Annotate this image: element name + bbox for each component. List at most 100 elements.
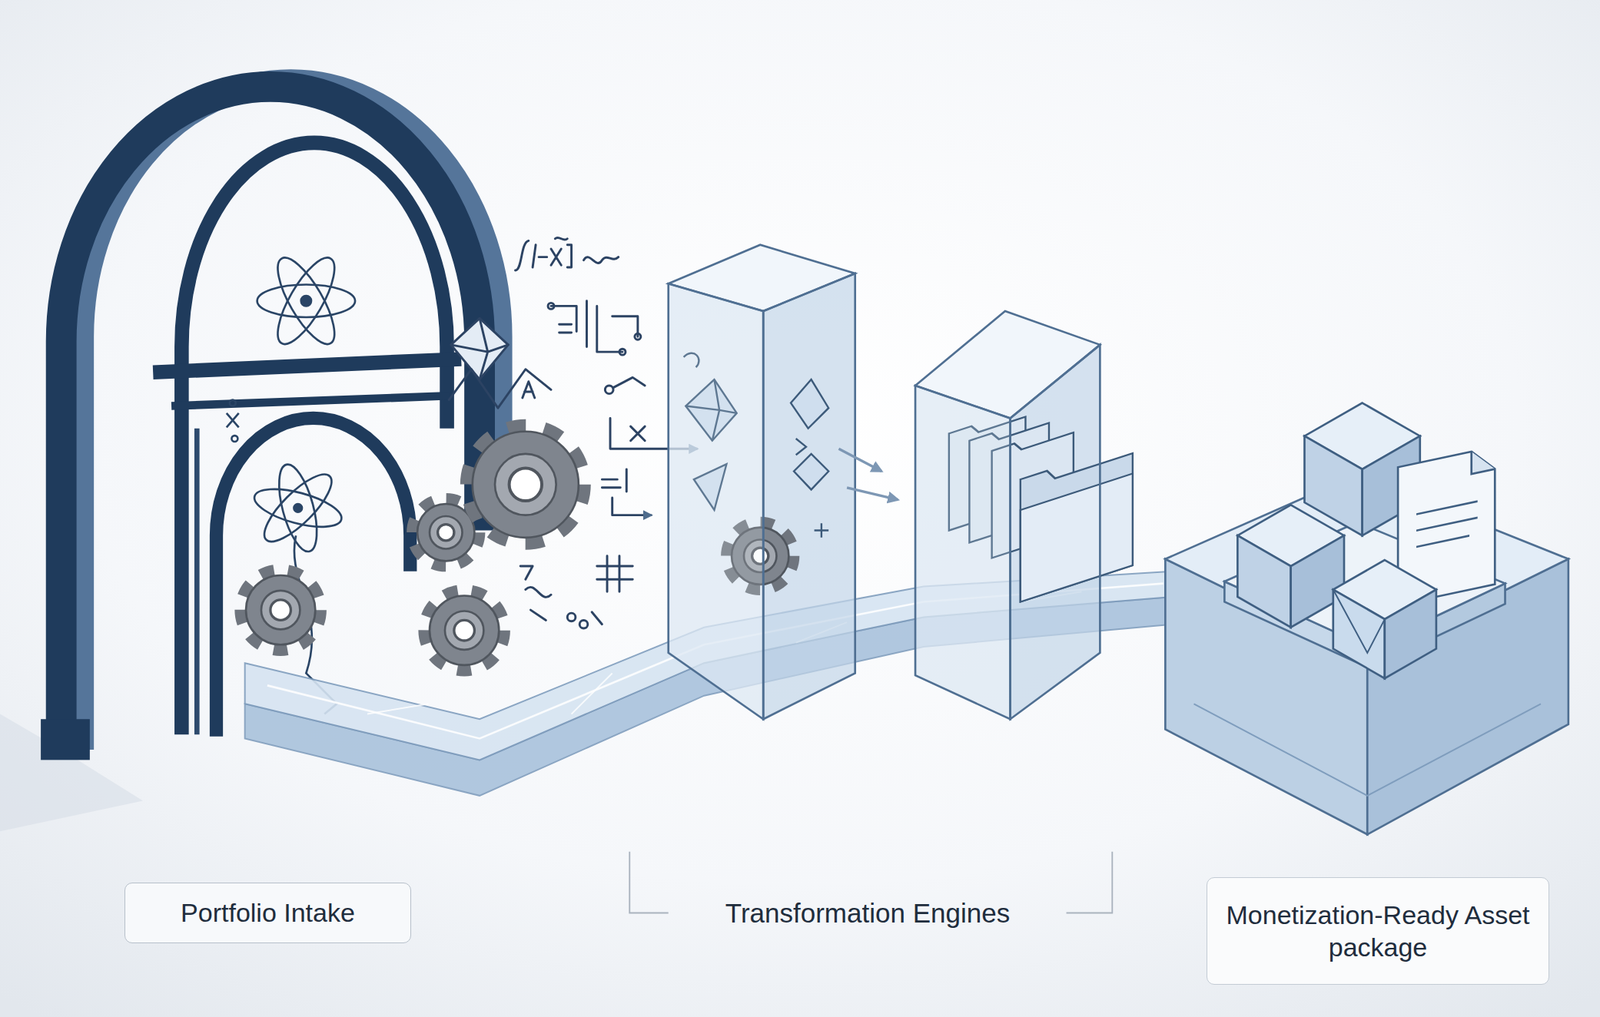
gateway-arch xyxy=(194,428,200,735)
math-scribble xyxy=(522,381,535,399)
math-scribble xyxy=(597,556,633,592)
folder-prism xyxy=(915,311,1133,720)
atom-sketch xyxy=(255,465,341,552)
gear-icon xyxy=(425,591,504,670)
atom-sketch xyxy=(293,504,303,513)
gateway-arch xyxy=(152,358,462,372)
envelope-cube xyxy=(1333,590,1385,680)
atom-sketch xyxy=(250,461,346,556)
atom-sketch xyxy=(226,250,356,715)
math-scribble xyxy=(551,301,638,352)
math-scribble xyxy=(619,348,626,356)
gear-icon xyxy=(444,610,484,650)
stage-label: Transformation Engines xyxy=(725,897,1010,930)
gear-icon xyxy=(429,516,462,549)
math-scribble xyxy=(584,257,619,264)
math-scribble xyxy=(520,566,533,580)
folder-prism xyxy=(915,385,1010,720)
output-box: Monetization-Ready Asset package xyxy=(1206,877,1550,986)
atom-sketch xyxy=(229,400,236,407)
gear-icon xyxy=(467,426,584,543)
math-scribble xyxy=(532,245,571,268)
transform-prism xyxy=(763,273,856,720)
flow-arrow xyxy=(838,448,882,472)
atom-sketch xyxy=(267,250,346,352)
asset-cube xyxy=(1237,504,1345,628)
gear-icon xyxy=(509,468,542,502)
math-scribble xyxy=(554,237,568,240)
node-text: Portfolio Intake xyxy=(139,896,397,930)
atom-sketch xyxy=(231,435,238,442)
gateway-arch xyxy=(61,86,480,756)
asset-platform xyxy=(1194,703,1541,797)
math-scribble xyxy=(630,426,646,442)
gear-icon xyxy=(467,426,584,543)
asset-cube xyxy=(1237,535,1291,628)
transform-prism xyxy=(763,273,856,720)
transform-prism xyxy=(793,454,829,490)
folder-prism xyxy=(1020,443,1133,603)
folder-prism xyxy=(1010,345,1101,720)
gear-icon xyxy=(242,571,320,650)
math-scribble xyxy=(451,318,508,380)
math-scribble xyxy=(547,302,555,309)
transform-prism xyxy=(796,438,807,455)
math-scribble xyxy=(591,612,602,625)
math-scribble xyxy=(448,237,698,629)
flow-arrow xyxy=(838,448,898,500)
math-scribble xyxy=(579,620,588,629)
math-scribble xyxy=(451,318,508,380)
gear-icon xyxy=(270,600,292,621)
transform-prism xyxy=(668,283,764,720)
folder-prism xyxy=(1020,474,1133,603)
math-scribble xyxy=(604,385,614,395)
atom-sketch xyxy=(271,461,325,556)
floor-shadow xyxy=(0,714,143,833)
transform-prism xyxy=(668,245,856,721)
math-scribble xyxy=(601,469,627,492)
envelope-cube xyxy=(1333,590,1385,654)
transform-prism xyxy=(668,283,764,720)
math-scribble xyxy=(634,333,641,340)
math-scribble xyxy=(515,240,529,271)
gear-icon xyxy=(454,620,475,641)
gateway-arch xyxy=(171,395,449,406)
gateway-arch xyxy=(40,719,90,761)
math-scribble xyxy=(612,497,651,516)
transform-prism xyxy=(790,379,829,429)
atom-sketch xyxy=(226,413,240,429)
intake-box: Portfolio Intake xyxy=(124,882,412,944)
math-scribble xyxy=(448,369,552,409)
atom-sketch xyxy=(301,295,312,306)
gear-icon xyxy=(242,426,585,670)
gear-icon xyxy=(242,571,320,650)
math-scribble xyxy=(559,324,572,333)
gear-icon xyxy=(472,431,579,538)
node-text: Monetization-Ready Asset package xyxy=(1221,899,1535,965)
gear-icon xyxy=(261,590,300,630)
atom-sketch xyxy=(257,285,356,318)
flow-arrow xyxy=(846,487,898,501)
document-icon xyxy=(1416,501,1478,548)
envelope-cube xyxy=(1384,590,1437,680)
folder-prism xyxy=(915,385,1010,720)
math-scribble xyxy=(567,613,576,622)
gear-icon xyxy=(438,524,455,542)
transform-prism xyxy=(814,523,830,538)
atom-sketch xyxy=(250,481,346,535)
atom-sketch xyxy=(267,250,346,352)
math-scribble xyxy=(530,610,546,621)
bracket-line xyxy=(629,852,668,914)
math-scribble xyxy=(525,587,552,598)
atom-sketch xyxy=(257,250,356,352)
gear-icon xyxy=(245,575,316,645)
document-icon xyxy=(1471,446,1496,475)
envelope-cube xyxy=(1333,560,1437,679)
gear-icon xyxy=(429,596,499,666)
bracket-line xyxy=(1066,852,1113,914)
math-scribble xyxy=(613,377,645,388)
